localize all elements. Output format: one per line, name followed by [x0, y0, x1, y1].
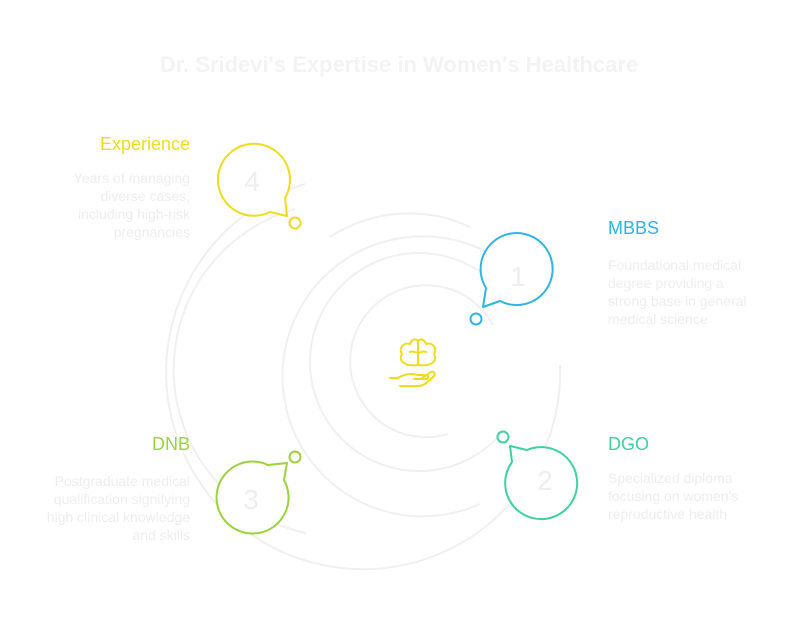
dot-dgo — [496, 430, 510, 444]
description-dnb: Postgraduate medical qualification signi… — [46, 473, 190, 543]
bubble-number-3: 3 — [243, 484, 259, 515]
bubble-dgo: 2 — [504, 445, 579, 521]
brain-in-hand-icon — [389, 338, 437, 387]
description-experience: Years of managing diverse cases, includi… — [73, 170, 190, 240]
bubble-number-1: 1 — [510, 261, 526, 292]
dot-experience — [288, 216, 302, 230]
title: Dr. Sridevi's Expertise in Women's Healt… — [159, 52, 639, 77]
ring-3 — [281, 235, 526, 518]
heading-dgo: DGO — [608, 434, 650, 454]
dot-dnb — [288, 450, 302, 464]
brain-fold — [409, 350, 427, 354]
brain-left — [399, 338, 419, 367]
bubble-number-2: 2 — [537, 465, 553, 496]
connector-dots — [288, 216, 510, 464]
description-dgo: Specialized diploma focusing on women's … — [608, 470, 739, 522]
heading-dnb: DNB — [151, 434, 190, 454]
heading-mbbs: MBBS — [608, 218, 660, 238]
ring-2 — [309, 252, 511, 472]
bubble-experience: 4 — [216, 142, 291, 217]
ring-5 — [329, 212, 471, 238]
dot-mbbs — [469, 312, 483, 326]
description-mbbs: Foundational medical degree providing a … — [608, 257, 747, 327]
bubble-number-4: 4 — [244, 166, 260, 197]
hand — [389, 370, 436, 387]
bubble-mbbs: 1 — [479, 232, 554, 308]
heading-experience: Experience — [99, 134, 190, 154]
brain-right — [417, 338, 437, 367]
bubble-dnb: 3 — [215, 460, 290, 535]
ring-1 — [349, 284, 494, 439]
